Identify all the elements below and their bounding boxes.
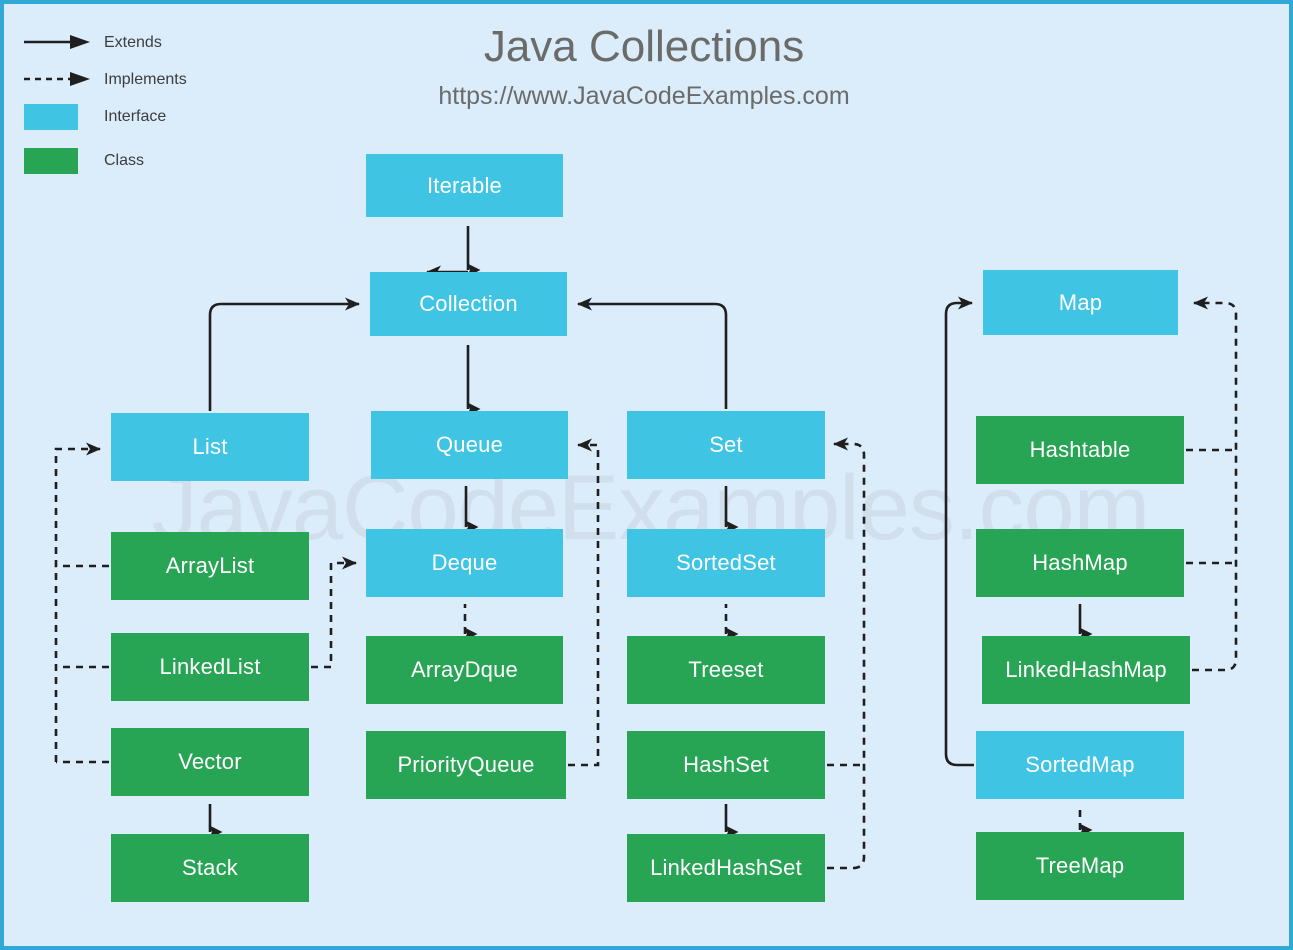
legend-swatch-interface [24,104,78,130]
node-set[interactable]: Set [627,411,825,479]
legend-label-extends: Extends [104,34,162,51]
node-treemap[interactable]: TreeMap [976,832,1184,900]
legend-extends-arrow [24,35,90,49]
node-stack[interactable]: Stack [111,834,309,902]
node-linkedhashset[interactable]: LinkedHashSet [627,834,825,902]
node-list[interactable]: List [111,413,309,481]
node-sortedmap[interactable]: SortedMap [976,731,1184,799]
node-deque[interactable]: Deque [366,529,563,597]
node-sortedset[interactable]: SortedSet [627,529,825,597]
page-subtitle: https://www.JavaCodeExamples.com [438,82,850,110]
node-hashtable[interactable]: Hashtable [976,416,1184,484]
legend-implements-arrow [24,72,90,86]
node-linkedlist[interactable]: LinkedList [111,633,309,701]
legend-label-implements: Implements [104,71,187,88]
legend-label-class: Class [104,152,145,169]
legend-swatch-class [24,148,78,174]
node-hashset[interactable]: HashSet [627,731,825,799]
legend-label-interface: Interface [104,108,167,125]
node-arraylist[interactable]: ArrayList [111,532,309,600]
node-linkedhashmap[interactable]: LinkedHashMap [982,636,1190,704]
node-collection[interactable]: Collection [370,272,567,336]
node-vector[interactable]: Vector [111,728,309,796]
page-title: Java Collections [483,22,805,71]
node-priorityqueue[interactable]: PriorityQueue [366,731,566,799]
node-queue[interactable]: Queue [371,411,568,479]
node-hashmap[interactable]: HashMap [976,529,1184,597]
node-iterable[interactable]: Iterable [366,154,563,217]
node-arraydque[interactable]: ArrayDque [366,636,563,704]
node-treeset[interactable]: Treeset [627,636,825,704]
node-map[interactable]: Map [983,270,1178,335]
